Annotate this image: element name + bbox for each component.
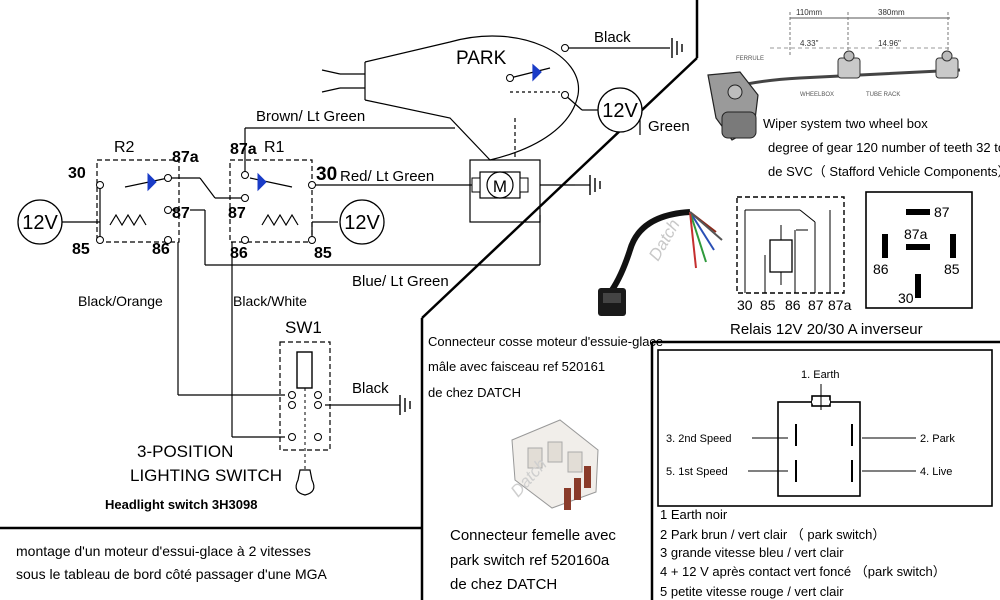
svg-text:12V: 12V	[22, 212, 58, 234]
legend-item-3: 3 grande vitesse bleu / vert clair	[660, 545, 844, 560]
r2-pin86: 86	[152, 241, 170, 258]
r2-pin85: 85	[72, 241, 90, 258]
r1-pin86: 86	[230, 245, 248, 262]
female-connector-illustration: Datch	[507, 419, 599, 510]
svg-text:2. Park: 2. Park	[920, 433, 955, 445]
svg-text:86: 86	[873, 261, 889, 277]
r1-pin87: 87	[228, 205, 246, 222]
caption-line2: sous le tableau de bord côté passager d'…	[16, 566, 328, 582]
male-connector-line1: Connecteur cosse moteur d'essuie-glace	[428, 334, 663, 349]
ground-symbols	[399, 38, 683, 415]
schematic-wires	[62, 35, 670, 438]
pin-legend: 1 Earth noir 2 Park brun / vert clair （ …	[660, 507, 946, 599]
svg-text:M: M	[493, 177, 507, 196]
voltage-source-right: 12V	[597, 87, 643, 133]
r2-pin87: 87	[172, 205, 190, 222]
green-label: Green	[648, 118, 690, 135]
wiper-system-illustration: 110mm 380mm 4.33" 14.96" FERRULE WHEELBO…	[707, 8, 1000, 179]
pinout-diagram: 1. Earth 3. 2nd Speed 2. Park 5. 1st Spe…	[657, 349, 993, 507]
terminals	[96, 44, 569, 441]
relay-caption: Relais 12V 20/30 A inverseur	[730, 321, 923, 338]
black-top-label: Black	[594, 29, 631, 46]
male-connector-line3: de chez DATCH	[428, 385, 521, 400]
caption-line1: montage d'un moteur d'essui-glace à 2 vi…	[16, 543, 311, 559]
svg-text:degree of gear 120 number of t: degree of gear 120 number of teeth 32 to…	[768, 140, 1000, 155]
relay-r2	[96, 159, 180, 243]
park-label: PARK	[456, 48, 507, 69]
motor-symbol: M	[471, 171, 529, 199]
svg-text:1. Earth: 1. Earth	[801, 369, 840, 381]
r1-pin30: 30	[316, 164, 337, 185]
svg-text:12V: 12V	[344, 212, 380, 234]
voltage-source-left: 12V	[17, 199, 63, 245]
svg-text:85: 85	[944, 261, 960, 277]
svg-text:30: 30	[898, 290, 914, 306]
black-orange-label: Black/Orange	[78, 293, 163, 309]
red-lt-green-label: Red/ Lt Green	[340, 168, 434, 185]
svg-text:FERRULE: FERRULE	[736, 56, 764, 62]
voltage-source-mid: 12V	[339, 199, 385, 245]
svg-text:14.96": 14.96"	[878, 39, 901, 48]
sw1-label: SW1	[285, 318, 322, 337]
black-switch-label: Black	[352, 380, 389, 397]
svg-text:30: 30	[737, 297, 753, 313]
svg-text:de SVC（ Stafford Vehicle Compo: de SVC（ Stafford Vehicle Components）	[768, 164, 1000, 179]
r1-label: R1	[264, 139, 285, 156]
svg-text:4.33": 4.33"	[800, 39, 819, 48]
svg-text:5. 1st Speed: 5. 1st Speed	[666, 466, 728, 478]
park-switch	[509, 63, 560, 93]
r2-pin87a: 87a	[172, 149, 199, 166]
male-connector-line2: mâle avec faisceau ref 520161	[428, 359, 605, 374]
svg-text:86: 86	[785, 297, 801, 313]
svg-text:87: 87	[934, 204, 950, 220]
svg-text:Wiper system two wheel box: Wiper system two wheel box	[763, 116, 928, 131]
svg-text:WHEELBOX: WHEELBOX	[800, 92, 834, 98]
relay-schematic	[736, 196, 845, 294]
r2-pin30: 30	[68, 165, 86, 182]
male-connector-illustration: Datch	[598, 209, 723, 316]
legend-item-1: 1 Earth noir	[660, 507, 728, 522]
lighting-switch-line2: LIGHTING SWITCH	[130, 466, 282, 485]
svg-text:380mm: 380mm	[878, 8, 905, 17]
female-connector-line2: park switch ref 520160a	[450, 552, 610, 569]
lighting-switch-line1: 3-POSITION	[137, 442, 233, 461]
svg-text:87a: 87a	[904, 226, 928, 242]
legend-item-5: 5 petite vitesse rouge / vert clair	[660, 584, 844, 599]
legend-item-4: 4 + 12 V après contact vert foncé （park …	[660, 564, 946, 579]
svg-text:TUBE RACK: TUBE RACK	[866, 92, 900, 98]
black-white-label: Black/White	[233, 293, 307, 309]
female-connector-line3: de chez DATCH	[450, 576, 557, 593]
relay-pinout-view: 87 87a 86 85 30	[865, 191, 973, 309]
svg-text:85: 85	[760, 297, 776, 313]
svg-text:110mm: 110mm	[796, 8, 822, 17]
female-connector-line1: Connecteur femelle avec	[450, 527, 616, 544]
svg-text:4. Live: 4. Live	[920, 466, 952, 478]
r1-pin87a: 87a	[230, 141, 257, 158]
relay-r1	[229, 159, 313, 243]
r2-label: R2	[114, 139, 135, 156]
svg-text:87a: 87a	[828, 297, 852, 313]
r1-pin85: 85	[314, 245, 332, 262]
brown-lt-green-label: Brown/ Lt Green	[256, 108, 365, 125]
legend-item-2: 2 Park brun / vert clair （ park switch）	[660, 527, 885, 542]
svg-text:12V: 12V	[602, 100, 638, 122]
relay-pin-labels: 30 85 86 87 87a	[737, 297, 852, 313]
schematic-labels: PARK Black Green Brown/ Lt Green R2 R1 3…	[16, 29, 690, 582]
svg-text:3. 2nd Speed: 3. 2nd Speed	[666, 433, 731, 445]
blue-lt-green-label: Blue/ Lt Green	[352, 273, 449, 290]
sw1-switch	[279, 341, 331, 496]
svg-text:87: 87	[808, 297, 824, 313]
headlight-switch-label: Headlight switch 3H3098	[105, 497, 257, 512]
